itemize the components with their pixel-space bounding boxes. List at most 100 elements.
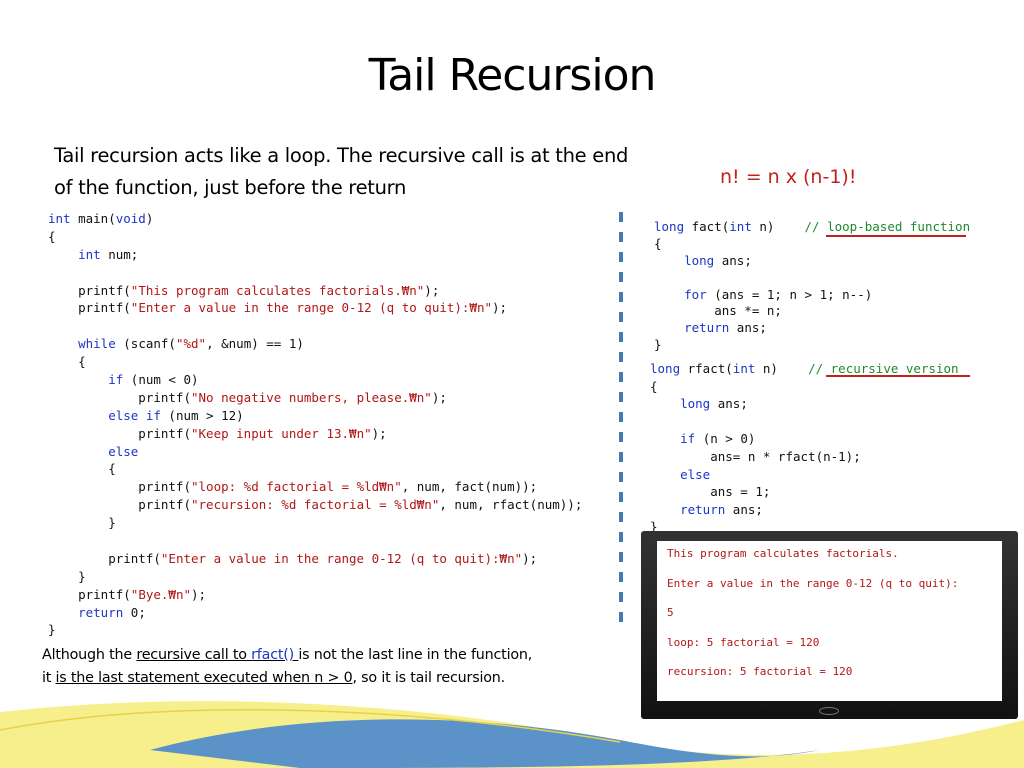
code-token [48, 247, 78, 262]
dashed-divider [619, 212, 623, 632]
slide-title: Tail Recursion [368, 50, 657, 101]
intro-text: Tail recursion acts like a loop. The rec… [54, 144, 629, 199]
code-token: long [654, 219, 685, 234]
code-line: if (n > 0) [650, 430, 959, 448]
code-token: printf( [48, 300, 131, 316]
code-token: (num > 12) [160, 407, 244, 423]
code-token: fact( [684, 219, 730, 234]
code-line: } [650, 518, 959, 536]
code-line: for (ans = 1; n > 1; n--) [654, 287, 970, 304]
code-token: , num, rfact(num)); [439, 497, 583, 513]
code-token: printf( [48, 550, 161, 566]
code-line: { [48, 353, 582, 371]
code-token: "Bye.₩n" [130, 586, 192, 602]
code-token: while [78, 336, 116, 352]
code-line: else if (num > 12) [48, 407, 582, 425]
code-token: printf( [48, 282, 131, 298]
code-token: } [654, 337, 662, 353]
code-token: 0; [123, 604, 146, 620]
code-token: { [650, 378, 658, 394]
monitor-logo-icon [819, 707, 839, 715]
code-line: printf("Keep input under 13.₩n"); [48, 425, 582, 443]
code-token [654, 320, 684, 335]
code-token: ans; [714, 252, 752, 268]
console-line: This program calculates factorials. [667, 547, 899, 560]
footnote-part: it [42, 670, 56, 686]
code-line: } [654, 337, 970, 354]
code-line [48, 317, 582, 335]
code-token: printf( [48, 479, 191, 495]
code-token [650, 431, 680, 446]
code-token: } [48, 515, 116, 531]
code-line: { [48, 228, 582, 246]
code-token: { [48, 461, 116, 477]
code-line: ans *= n; [654, 303, 970, 320]
footnote-rfact-ref: rfact() [251, 647, 299, 663]
factorial-formula: n! = n x (n-1)! [720, 166, 857, 188]
console-line: recursion: 5 factorial = 120 [667, 665, 853, 679]
code-token: "Enter a value in the range 0-12 (q to q… [130, 300, 493, 316]
code-token: "recursion: %d factorial = %ld₩n" [191, 497, 440, 513]
fact-function-code: long fact(int n) // loop-based function{… [654, 219, 970, 354]
code-line: } [48, 514, 582, 532]
code-token [650, 467, 680, 482]
code-token: else [680, 466, 711, 482]
code-line: if (num < 0) [48, 371, 582, 389]
code-token: (scanf( [115, 336, 176, 352]
code-token: (ans = 1; n > 1; n--) [706, 286, 873, 302]
console-line: 5 [667, 606, 674, 620]
code-token: printf( [48, 389, 191, 405]
console-monitor: This program calculates factorials. Ente… [641, 531, 1018, 719]
code-token [48, 605, 78, 620]
console-line: Enter a value in the range 0-12 (q to qu… [667, 576, 959, 590]
code-token: return [78, 604, 124, 620]
code-token: "Keep input under 13.₩n" [191, 425, 372, 441]
footnote-part: is not the last line in the function, [298, 647, 533, 663]
code-token: else [108, 443, 139, 459]
code-token: rfact( [680, 361, 733, 376]
code-token: , num, fact(num)); [401, 479, 538, 495]
footnote-part: Although the [42, 647, 137, 663]
code-token: ans; [729, 320, 767, 336]
code-token: { [48, 354, 86, 370]
code-line: return 0; [48, 604, 582, 622]
code-line: int num; [48, 246, 582, 264]
code-token: int [78, 246, 101, 262]
code-token: (num < 0) [123, 372, 199, 388]
code-line: } [48, 568, 582, 586]
code-token: printf( [48, 497, 191, 513]
code-token: int [729, 219, 752, 234]
code-token [650, 502, 680, 517]
console-line [667, 562, 992, 577]
code-token: ans = 1; [650, 484, 771, 500]
code-token: { [48, 228, 56, 244]
code-token: (n > 0) [695, 431, 756, 447]
code-token: ); [371, 425, 387, 441]
console-line [667, 591, 992, 606]
console-line: loop: 5 factorial = 120 [667, 635, 820, 649]
code-line: printf("loop: %d factorial = %ld₩n", num… [48, 478, 582, 496]
code-token: } [650, 519, 658, 535]
code-line: } [48, 621, 582, 639]
code-token: long [684, 252, 715, 268]
code-line: ans= n * rfact(n-1); [650, 448, 959, 466]
code-token: n) [751, 219, 805, 234]
code-line: return ans; [650, 501, 959, 519]
code-token [654, 253, 684, 268]
code-line: { [650, 378, 959, 396]
code-token [48, 408, 108, 423]
code-line: printf("Enter a value in the range 0-12 … [48, 550, 582, 568]
console-screen: This program calculates factorials. Ente… [657, 541, 1002, 701]
code-token: int [732, 361, 756, 376]
code-token: return [684, 320, 730, 336]
code-token: "No negative numbers, please.₩n" [191, 389, 432, 405]
code-line: long ans; [650, 395, 959, 413]
footnote-underlined-text: recursive call to [136, 647, 252, 663]
code-token: num; [100, 246, 139, 262]
footnote-underlined-call: recursive call to rfact() [136, 647, 298, 663]
code-token: "%d" [175, 336, 207, 352]
code-token: for [684, 286, 707, 302]
code-token: "Enter a value in the range 0-12 (q to q… [160, 550, 523, 566]
code-token: ); [492, 300, 508, 316]
code-line: { [48, 460, 582, 478]
